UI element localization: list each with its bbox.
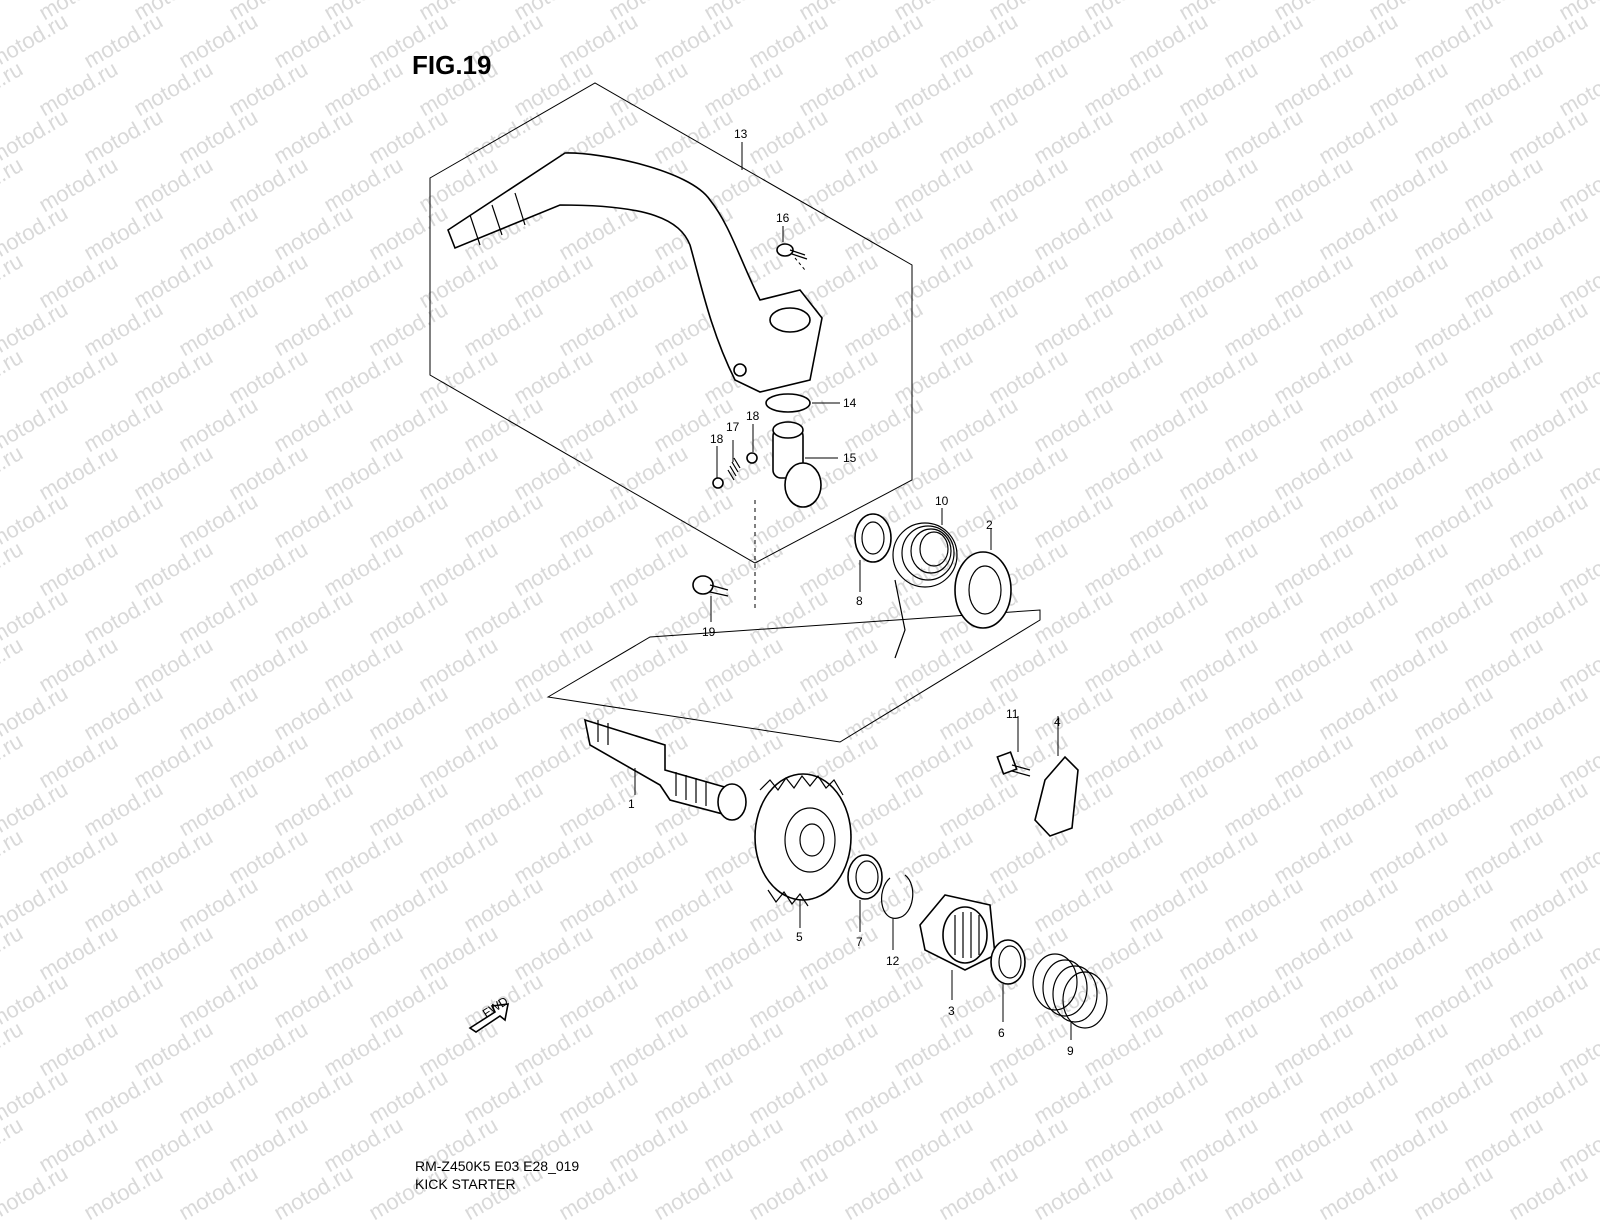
circlip-12 [881, 874, 914, 919]
callout-2: 2 [986, 518, 993, 532]
callout-9: 9 [1067, 1044, 1074, 1058]
callout-6: 6 [998, 1026, 1005, 1040]
callout-13: 13 [734, 127, 748, 141]
exploded-parts-diagram: FWD 1 2 3 [429, 82, 1108, 1058]
drive-ratchet-3 [919, 894, 996, 971]
callout-8: 8 [856, 594, 863, 608]
callout-1: 1 [628, 797, 635, 811]
model-code: RM-Z450K5 E03 E28_019 [415, 1158, 580, 1174]
leader-lines [634, 142, 1072, 1040]
callout-numbers: 1 2 3 4 5 6 7 8 9 10 11 12 13 14 15 16 1… [628, 127, 1074, 1058]
fwd-arrow-icon: FWD [468, 994, 511, 1033]
kick-boss-15 [772, 421, 822, 508]
bolt-19 [692, 575, 729, 597]
spring-17 [727, 457, 741, 481]
callout-11: 11 [1006, 707, 1019, 721]
kick-lever [447, 152, 823, 393]
callout-15: 15 [843, 451, 857, 465]
callout-10: 10 [935, 494, 949, 508]
washer-7 [847, 854, 883, 900]
callout-18-right: 18 [746, 409, 760, 423]
callout-12: 12 [886, 954, 900, 968]
callout-17: 17 [726, 420, 740, 434]
washer-6 [990, 939, 1026, 985]
callout-14: 14 [843, 396, 857, 410]
plate-2 [954, 551, 1012, 629]
return-spring-10 [892, 522, 958, 659]
shaft-group-frame [546, 609, 1041, 743]
figure-title: FIG.19 [412, 50, 492, 80]
ball-18-left [712, 477, 724, 489]
o-ring-14 [765, 393, 811, 413]
callout-16: 16 [776, 211, 790, 225]
callout-18-left: 18 [710, 432, 724, 446]
guide-plate-4 [1034, 755, 1079, 837]
callout-5: 5 [796, 930, 803, 944]
lever-group-frame [429, 82, 913, 564]
kick-shaft-1 [583, 718, 747, 821]
oil-seal-8 [854, 513, 892, 563]
callout-7: 7 [856, 935, 863, 949]
callout-4: 4 [1054, 715, 1061, 729]
kick-gear-5 [754, 773, 852, 907]
ball-18-right [746, 452, 758, 464]
spring-9 [1032, 953, 1108, 1029]
section-name: KICK STARTER [415, 1176, 516, 1192]
bolt-11 [996, 751, 1031, 777]
bolt-16 [776, 243, 808, 271]
callout-19: 19 [702, 625, 716, 639]
callout-3: 3 [948, 1004, 955, 1018]
